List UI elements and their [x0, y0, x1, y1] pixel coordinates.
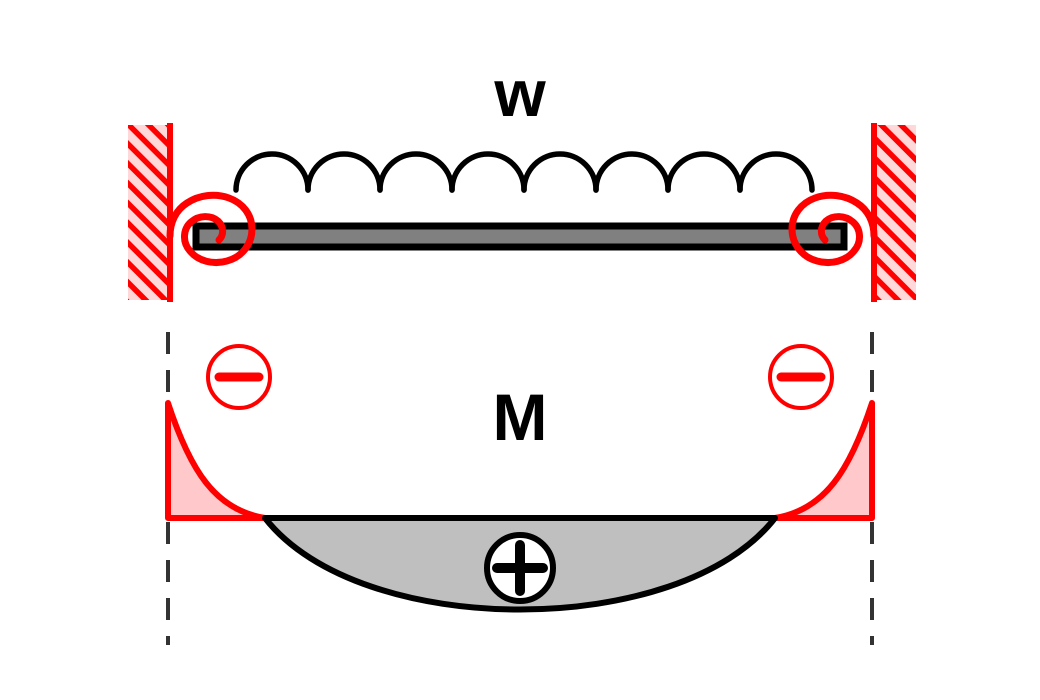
- load-label: w: [493, 56, 546, 130]
- negative-moment-region-left: [165, 400, 268, 521]
- positive-sign-badge: [484, 532, 556, 604]
- moment-diagram-label: M: [493, 380, 548, 454]
- moment-diagram: M: [165, 332, 875, 645]
- negative-moment-region-right: [772, 400, 875, 521]
- distributed-load-arcs: [233, 151, 815, 193]
- beam-member: [192, 222, 848, 251]
- negative-sign-badge-right: [768, 344, 834, 410]
- beam-assembly: w: [128, 56, 916, 302]
- fixed-support-right-wall: [871, 123, 916, 302]
- fixed-support-left-spiral: [166, 191, 256, 267]
- negative-sign-badge-left: [206, 344, 272, 410]
- fixed-support-left-wall: [128, 123, 173, 302]
- fixed-support-right-spiral: [788, 191, 878, 267]
